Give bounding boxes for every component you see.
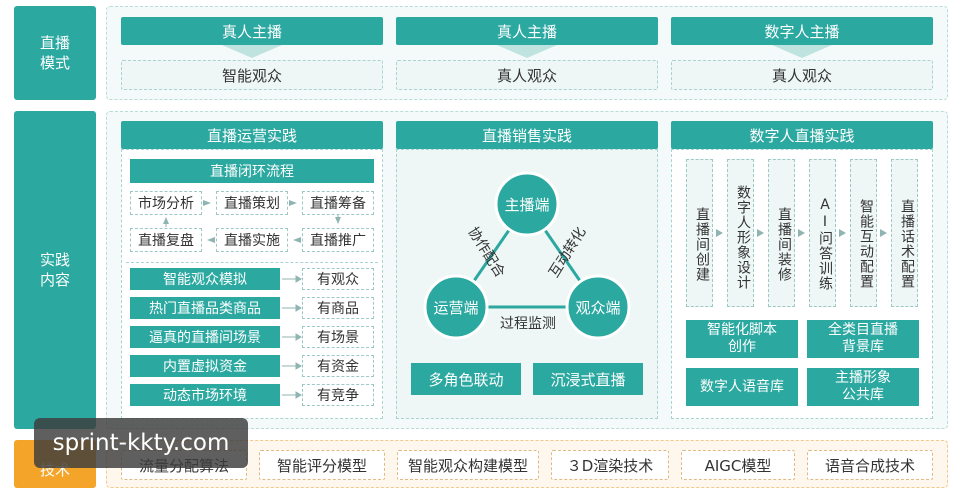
loop-step-promotion: 直播推广	[302, 228, 374, 252]
digital-step-script: 直播话术配置	[891, 159, 918, 307]
ops-result-scene: 有场景	[302, 326, 374, 348]
sales-title: 直播销售实践	[396, 121, 658, 149]
immersive-button: 沉浸式直播	[533, 363, 643, 395]
mode-audience-3: 真人观众	[671, 60, 933, 90]
ops-divider	[126, 262, 378, 263]
loop-title: 直播闭环流程	[130, 159, 374, 183]
ops-title: 直播运营实践	[121, 121, 383, 149]
mode-anchor-3: 数字人主播	[671, 17, 933, 45]
node-operations: 运营端	[433, 298, 479, 317]
tech-scoring-model: 智能评分模型	[259, 450, 385, 480]
digital-box-backgrounds: 全类目直播 背景库	[807, 320, 919, 358]
digital-step-arrows	[716, 229, 887, 237]
mode-anchor-2: 真人主播	[396, 17, 658, 45]
tech-3d-render: ３D渲染技术	[551, 450, 669, 480]
ops-item-audience-sim: 智能观众模拟	[130, 268, 280, 290]
multi-role-button: 多角色联动	[411, 363, 521, 395]
digital-step-room-decor: 直播间装修	[768, 159, 795, 307]
ops-item-funds: 内置虚拟资金	[130, 355, 280, 377]
digital-title: 数字人直播实践	[671, 121, 933, 149]
digital-box-script-ai: 智能化脚本 创作	[686, 320, 798, 358]
mode-audience-1: 智能观众	[121, 60, 383, 90]
tech-tts: 语音合成技术	[807, 450, 933, 480]
row-label-mode: 直播 模式	[14, 6, 96, 100]
loop-step-preparation: 直播筹备	[302, 191, 374, 215]
mode-arrows	[222, 45, 832, 58]
loop-step-review: 直播复盘	[130, 228, 202, 252]
mode-anchor-1: 真人主播	[121, 17, 383, 45]
ops-item-scene: 逼真的直播间场景	[130, 326, 280, 348]
node-audience: 观众端	[575, 298, 621, 317]
digital-step-ai-qa: AI问答训练	[809, 159, 836, 307]
ops-result-competition: 有竞争	[302, 384, 374, 406]
watermark: sprint-kkty.com	[34, 418, 248, 468]
ops-item-arrows	[282, 275, 302, 399]
loop-step-implementation: 直播实施	[216, 228, 288, 252]
ops-item-market: 动态市场环境	[130, 384, 280, 406]
digital-box-voice: 数字人语音库	[686, 368, 798, 406]
ops-item-products: 热门直播品类商品	[130, 297, 280, 319]
digital-step-interaction: 智能互动配置	[850, 159, 877, 307]
row-label-practice: 实践 内容	[14, 111, 96, 429]
ops-result-products: 有商品	[302, 297, 374, 319]
digital-box-avatar-lib: 主播形象 公共库	[807, 368, 919, 406]
mode-audience-2: 真人观众	[396, 60, 658, 90]
tech-aigc-model: AIGC模型	[681, 450, 795, 480]
edge-label-monitoring: 过程监测	[500, 316, 556, 332]
ops-result-audience: 有观众	[302, 268, 374, 290]
node-anchor: 主播端	[504, 195, 550, 214]
loop-step-market-analysis: 市场分析	[130, 191, 202, 215]
digital-step-room-create: 直播间创建	[686, 159, 713, 307]
sales-triangle	[423, 171, 631, 340]
digital-step-avatar-design: 数字人形象设计	[727, 159, 754, 307]
loop-arrows	[163, 200, 341, 243]
ops-result-funds: 有资金	[302, 355, 374, 377]
loop-step-planning: 直播策划	[216, 191, 288, 215]
tech-audience-model: 智能观众构建模型	[397, 450, 539, 480]
